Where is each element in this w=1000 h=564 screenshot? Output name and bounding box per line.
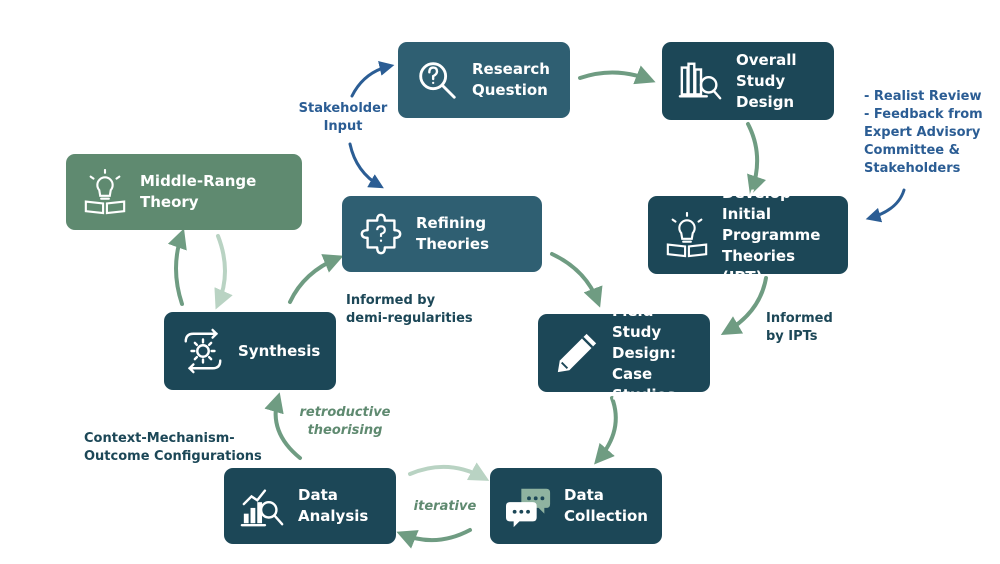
arrow-design-to-ipt bbox=[746, 122, 766, 196]
node-label: Overall Study Design bbox=[736, 50, 797, 111]
node-data-collection: Data Collection bbox=[490, 468, 662, 544]
node-data-analysis: Data Analysis bbox=[224, 468, 396, 544]
chart-magnifier-icon bbox=[238, 481, 288, 531]
node-middle-range-theory: Middle-Range Theory bbox=[66, 154, 302, 230]
arrow-synthesis-to-refining bbox=[288, 254, 344, 304]
node-develop-ipt: Develop Initial Programme Theories (IPT) bbox=[648, 184, 848, 286]
arrow-analysis-to-collection bbox=[408, 462, 490, 481]
node-label: Field Study Design: Case Studies bbox=[612, 301, 677, 404]
note-retroductive-theorising: retroductive theorising bbox=[299, 405, 391, 438]
arrow-review-to-ipt bbox=[865, 188, 906, 223]
node-field-study-design: Field Study Design: Case Studies bbox=[538, 302, 710, 404]
node-label: Refining Theories bbox=[416, 214, 490, 253]
node-label: Develop Initial Programme Theories (IPT) bbox=[722, 183, 821, 286]
pencil-icon bbox=[552, 328, 602, 378]
books-magnifier-icon bbox=[676, 56, 726, 106]
arrow-analysis-to-synthesis bbox=[264, 392, 302, 460]
note-informed-by-ipts: Informed by IPTs bbox=[766, 311, 833, 344]
note-realist-review: - Realist Review - Feedback from Expert … bbox=[864, 89, 983, 176]
bulb-book-icon bbox=[662, 210, 712, 260]
note-stakeholder-input: Stakeholder Input bbox=[298, 101, 388, 134]
arrow-field-to-collection bbox=[594, 396, 618, 465]
arrow-question-to-design bbox=[578, 65, 656, 85]
node-label: Synthesis bbox=[238, 341, 321, 360]
node-research-question: Research Question bbox=[398, 42, 570, 118]
node-label: Data Collection bbox=[564, 486, 648, 525]
arrow-synthesis-to-middle bbox=[167, 228, 187, 306]
arrow-collection-to-analysis bbox=[396, 528, 472, 549]
node-label: Data Analysis bbox=[298, 486, 369, 525]
note-cmo-configurations: Context-Mechanism- Outcome Configuration… bbox=[84, 431, 262, 464]
chat-bubbles-icon bbox=[504, 481, 554, 531]
node-overall-study-design: Overall Study Design bbox=[662, 42, 834, 120]
note-iterative: iterative bbox=[413, 499, 477, 514]
arrow-ipt-to-field bbox=[720, 276, 768, 336]
node-refining-theories: Refining Theories bbox=[342, 196, 542, 272]
bulb-book-icon bbox=[80, 167, 130, 217]
arrow-stakeholder-to-refining bbox=[348, 142, 384, 189]
puzzle-question-icon bbox=[356, 209, 406, 259]
arrow-refining-to-field bbox=[550, 252, 603, 308]
gear-cycle-icon bbox=[178, 326, 228, 376]
note-informed-demi-regularities: Informed by demi-regularities bbox=[346, 293, 473, 326]
node-label: Middle-Range Theory bbox=[140, 172, 257, 211]
arrow-middle-to-synthesis bbox=[214, 234, 233, 310]
arrow-stakeholder-to-question bbox=[350, 61, 395, 98]
node-label: Research Question bbox=[472, 60, 550, 99]
magnifier-question-icon bbox=[412, 55, 462, 105]
node-synthesis: Synthesis bbox=[164, 312, 336, 390]
